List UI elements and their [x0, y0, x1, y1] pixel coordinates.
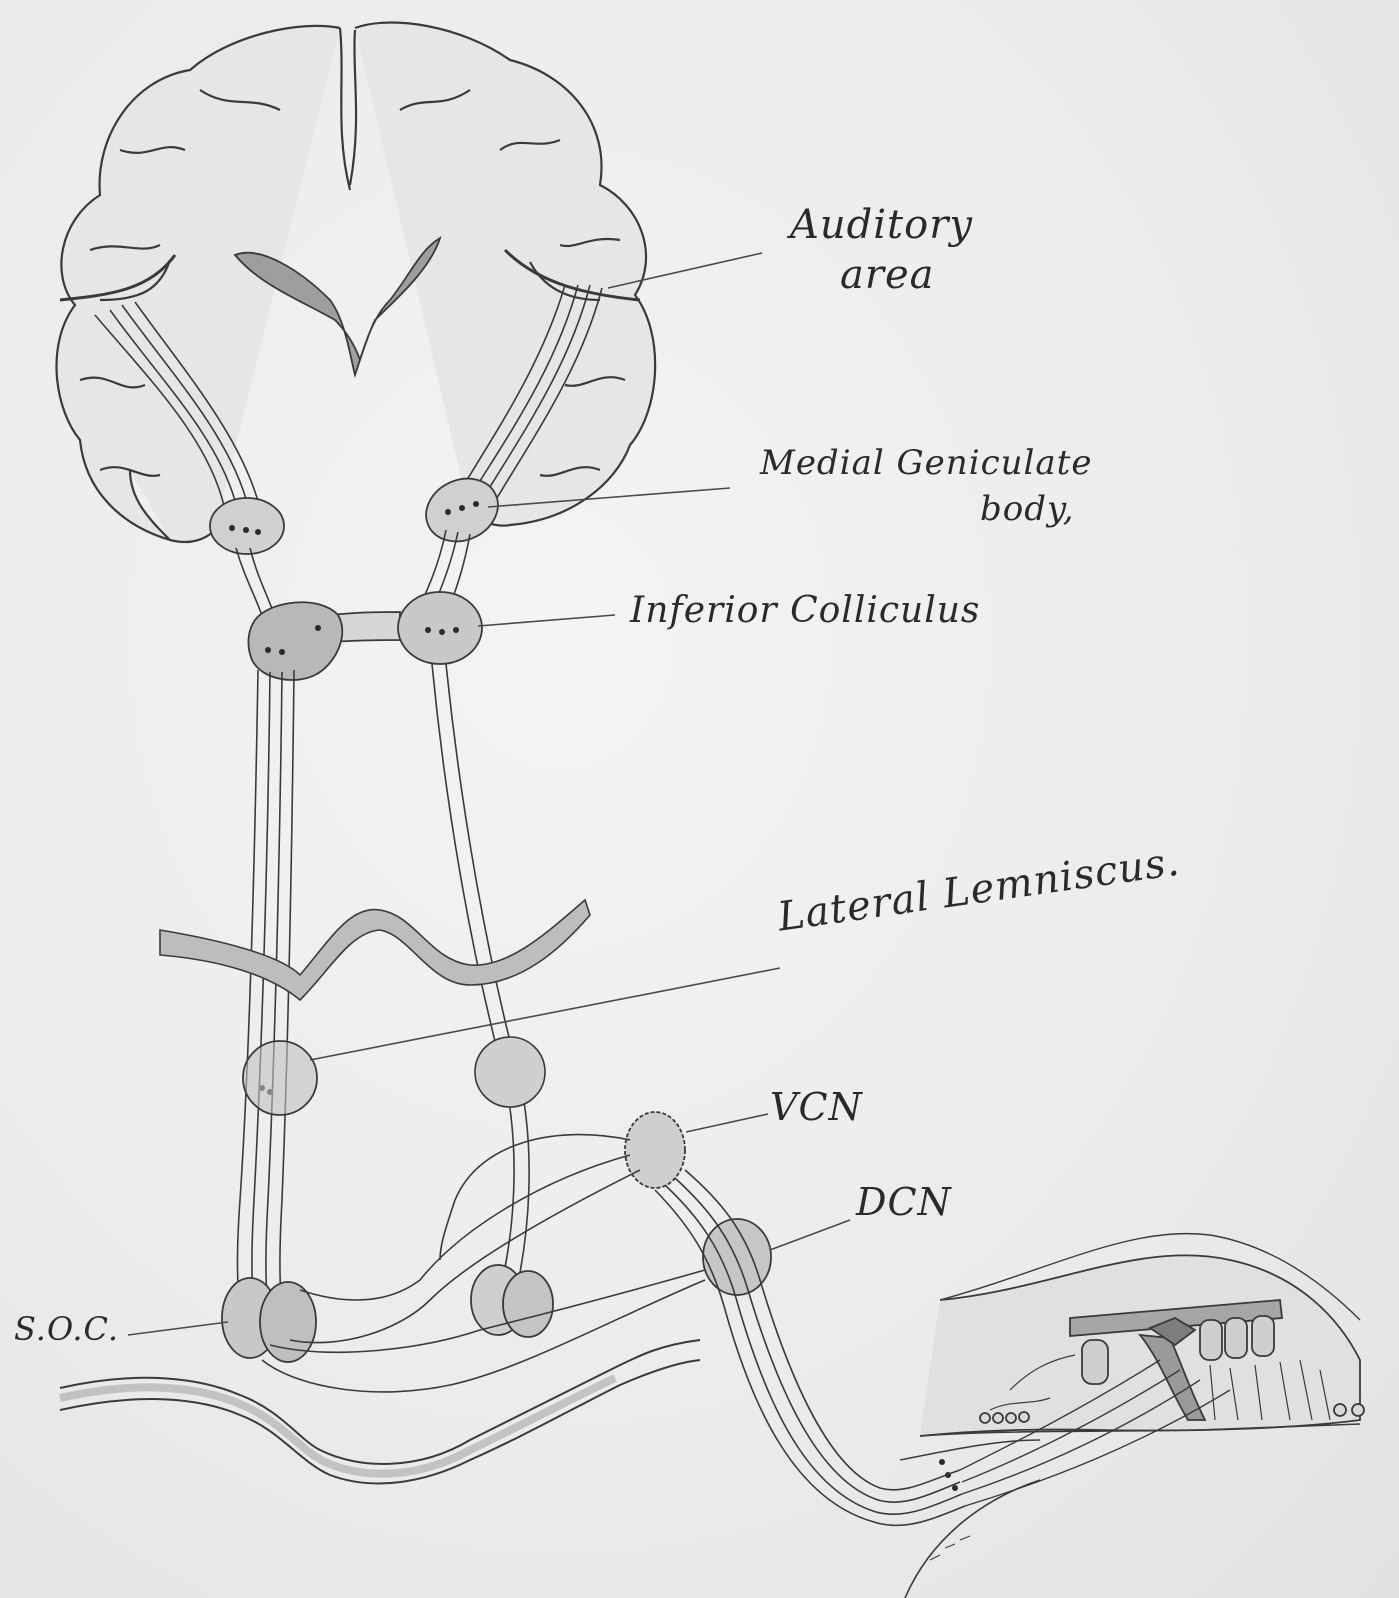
label-medial-geniculate-line1: Medial Geniculate: [760, 440, 1092, 486]
label-vcn: VCN: [770, 1085, 863, 1129]
label-dcn: DCN: [856, 1180, 952, 1224]
medial-geniculate-left: [210, 498, 284, 554]
medulla-outline: [60, 1340, 700, 1483]
cerebrum: [56, 23, 655, 542]
fourth-ventricle-floor: [160, 900, 590, 1000]
organ-of-corti: [900, 1234, 1364, 1598]
label-inferior-colliculus-text: Inferior Colliculus: [630, 590, 980, 631]
label-dcn-text: DCN: [856, 1180, 952, 1224]
label-vcn-text: VCN: [770, 1085, 863, 1129]
label-medial-geniculate: Medial Geniculate body,: [760, 440, 1092, 532]
label-inferior-colliculus: Inferior Colliculus: [630, 590, 980, 631]
label-soc: S.O.C.: [14, 1310, 119, 1348]
label-auditory-area-line1: Auditory: [790, 200, 973, 250]
label-soc-text: S.O.C.: [14, 1310, 119, 1348]
inferior-colliculus-right: [398, 592, 482, 664]
lateral-lemniscus-left: [238, 670, 294, 1330]
inferior-colliculus-left: [248, 602, 342, 680]
nucleus-lateral-lemniscus-left: [243, 1041, 317, 1115]
label-auditory-area: Auditory area: [790, 200, 973, 300]
ventral-cochlear-nucleus: [625, 1112, 685, 1188]
label-medial-geniculate-line2: body,: [760, 486, 1092, 532]
superior-olivary-complex-right: [471, 1265, 553, 1337]
nucleus-lateral-lemniscus-right: [475, 1037, 545, 1107]
label-auditory-area-line2: area: [790, 250, 973, 300]
